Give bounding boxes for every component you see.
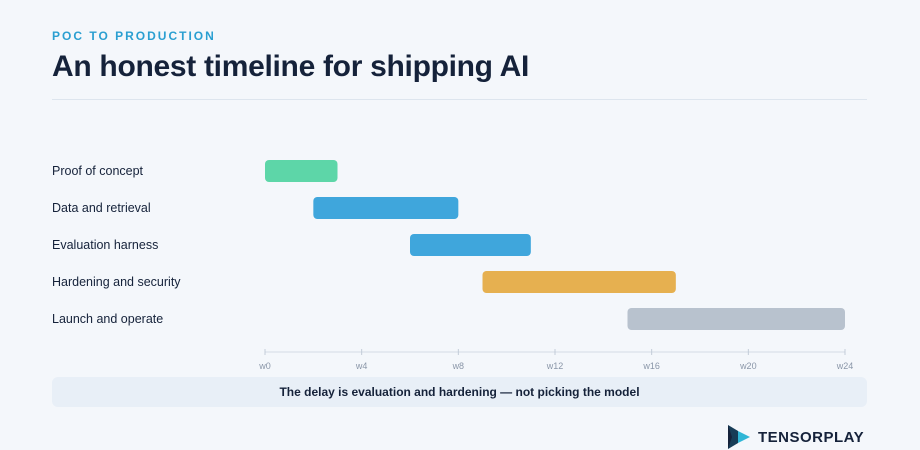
row-label-evaluation-harness: Evaluation harness	[52, 238, 158, 252]
row-label-proof-of-concept: Proof of concept	[52, 164, 144, 178]
brand-name: TENSORPLAY	[758, 428, 865, 446]
gantt-bar-hardening-and-security	[482, 271, 676, 293]
gantt-bar-launch-and-operate	[627, 308, 845, 330]
gantt-bar-evaluation-harness	[410, 234, 531, 256]
eyebrow-label: POC TO PRODUCTION	[52, 29, 216, 43]
gantt-bar-proof-of-concept	[265, 160, 338, 182]
page-title: An honest timeline for shipping AI	[52, 50, 530, 83]
x-tick-label: w4	[355, 361, 368, 371]
x-tick-label: w16	[642, 361, 660, 371]
row-label-data-and-retrieval: Data and retrieval	[52, 201, 151, 215]
row-label-hardening-and-security: Hardening and security	[52, 275, 181, 289]
brand-logo: TENSORPLAY	[726, 424, 864, 450]
x-tick-label: w24	[836, 361, 854, 371]
callout-banner: The delay is evaluation and hardening — …	[52, 377, 867, 407]
gantt-bar-data-and-retrieval	[313, 197, 459, 219]
x-tick-label: w12	[546, 361, 564, 371]
x-tick-label: w8	[452, 361, 465, 371]
x-tick-label: w20	[739, 361, 757, 371]
play-triangle-icon	[728, 425, 750, 449]
title-divider	[52, 99, 867, 100]
x-tick-label: w0	[258, 361, 271, 371]
row-label-launch-and-operate: Launch and operate	[52, 312, 163, 326]
callout-text: The delay is evaluation and hardening — …	[279, 385, 640, 399]
